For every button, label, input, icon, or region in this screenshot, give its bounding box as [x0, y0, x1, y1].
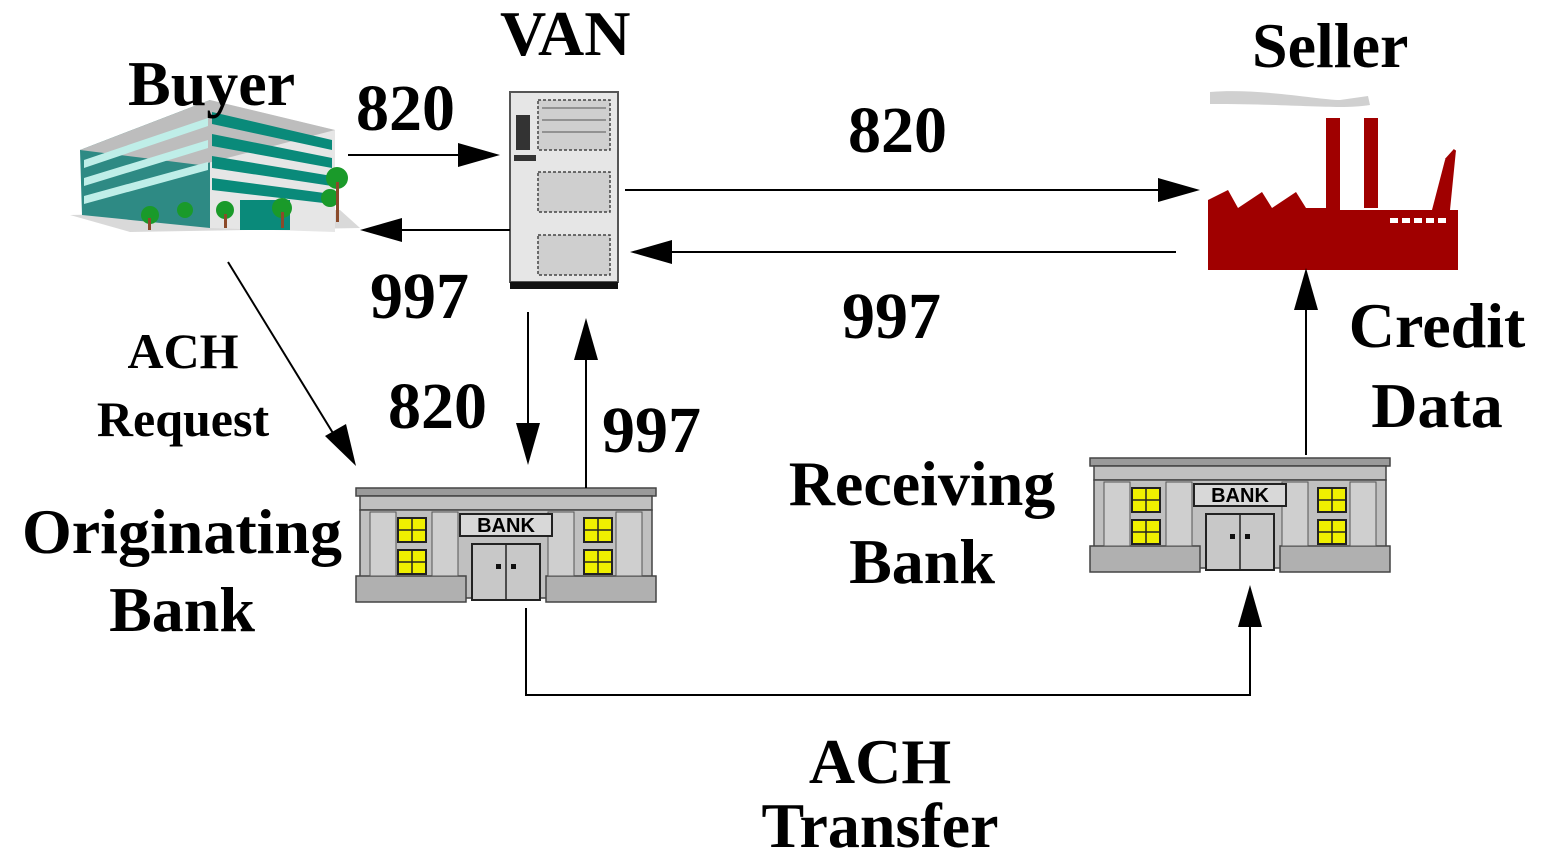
originating-bank-icon: BANK — [355, 487, 657, 603]
bank-sign-text: BANK — [1211, 485, 1269, 507]
bank-sign-text: BANK — [477, 515, 535, 537]
arrow-ach-transfer — [525, 608, 1251, 696]
flow-arrows — [227, 154, 1307, 696]
receiving-bank-icon: BANK — [1089, 457, 1391, 573]
arrow-ach-request — [227, 261, 337, 439]
van-label: VAN — [500, 0, 631, 69]
credit-data-label-line1: Credit — [1348, 290, 1526, 361]
receiving-bank-label-line1: Receiving — [788, 448, 1056, 519]
label-van-to-buyer: 997 — [370, 260, 469, 333]
credit-data-label-line2: Data — [1371, 370, 1503, 441]
seller-label: Seller — [1252, 10, 1409, 81]
originating-bank-label-line1: Originating — [21, 496, 343, 567]
label-van-to-orig-bank: 820 — [388, 370, 487, 443]
label-buyer-to-van: 820 — [356, 72, 455, 145]
originating-bank-label-line2: Bank — [109, 574, 255, 645]
ach-transfer-label-line2: Transfer — [761, 790, 999, 861]
buyer-office-building-icon — [70, 100, 360, 232]
label-orig-bank-to-van: 997 — [602, 394, 701, 467]
ach-request-label-line1: ACH — [127, 323, 239, 379]
buyer-label: Buyer — [128, 48, 296, 119]
seller-factory-icon — [1208, 91, 1458, 270]
receiving-bank-label-line2: Bank — [849, 526, 995, 597]
ach-request-label-line2: Request — [96, 391, 270, 447]
label-van-to-seller: 820 — [848, 94, 947, 167]
arrowheads — [325, 143, 1318, 627]
ach-transfer-label-line1: ACH — [808, 726, 952, 797]
label-seller-to-van: 997 — [842, 280, 941, 353]
van-server-icon — [509, 91, 619, 289]
